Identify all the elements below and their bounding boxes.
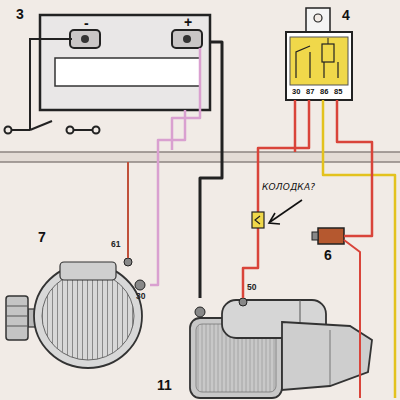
switch bbox=[312, 228, 344, 244]
handwritten-note: КОЛОДКА? bbox=[262, 183, 315, 192]
callout-number: 7 bbox=[38, 230, 46, 244]
other-wires bbox=[128, 48, 395, 398]
pin-number: 86 bbox=[319, 88, 329, 96]
connector-block bbox=[252, 212, 264, 228]
battery-cable bbox=[200, 42, 222, 298]
terminal-number: 50 bbox=[247, 283, 256, 292]
generator-box: 7 bbox=[5, 250, 150, 370]
starter bbox=[190, 298, 372, 398]
battery bbox=[40, 15, 210, 110]
pin-number: 85 bbox=[333, 88, 343, 96]
power-wire bbox=[150, 110, 185, 285]
ground-switch bbox=[5, 39, 100, 134]
starter-box: 11 bbox=[185, 298, 375, 398]
hand-arrow bbox=[269, 200, 302, 224]
switch-wire bbox=[337, 100, 372, 236]
callout-number: 3 bbox=[16, 7, 24, 21]
starter-wire bbox=[243, 100, 309, 298]
harness-band bbox=[0, 152, 400, 162]
pin-number: 87 bbox=[305, 88, 315, 96]
generator bbox=[6, 258, 145, 368]
pin-number: 30 bbox=[291, 88, 301, 96]
battery-box: 3-+ bbox=[40, 15, 210, 110]
terminal-sign: + bbox=[184, 15, 192, 29]
callout-number: 6 bbox=[324, 248, 332, 262]
callout-number: 4 bbox=[342, 8, 350, 22]
terminal-number: 61 bbox=[111, 240, 120, 249]
callout-number: 11 bbox=[157, 378, 172, 392]
terminal-sign: - bbox=[84, 16, 89, 30]
switch-box: 6 bbox=[318, 228, 344, 244]
terminal-number: 30 bbox=[136, 292, 145, 301]
relay bbox=[286, 8, 352, 100]
